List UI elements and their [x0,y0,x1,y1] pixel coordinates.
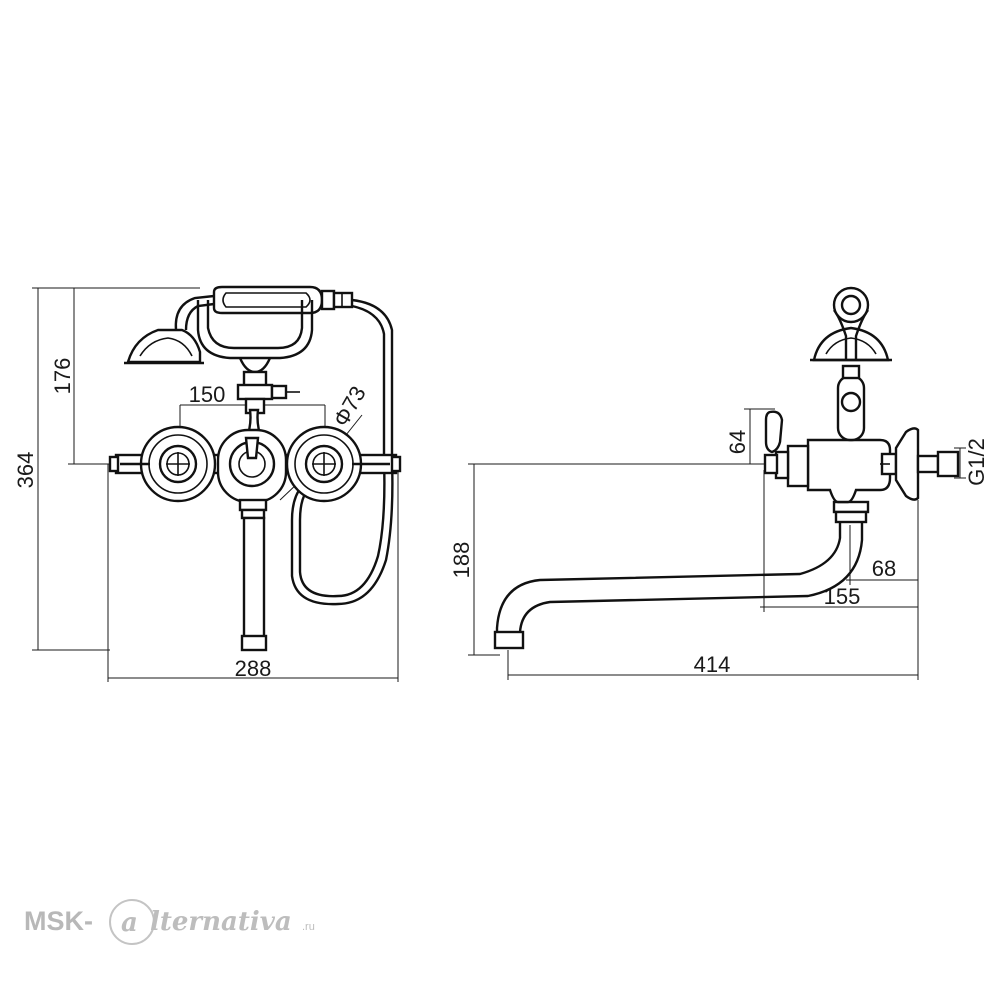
watermark-script: lternativa [150,907,292,937]
dim-front-centers: 150 [189,382,226,407]
side-body [763,438,898,504]
center-body [216,428,288,520]
dim-front-total-width: 288 [235,656,272,681]
shower-hose [290,298,394,606]
watermark-at-icon: a [109,899,155,945]
front-stem [236,370,300,415]
dim-front-total-height: 364 [13,452,38,489]
hand-shower-handle [212,285,354,315]
front-view: 364 176 150 Φ73 288 [13,285,402,682]
side-riser [810,286,892,442]
right-valve [285,425,390,503]
dim-front-rosette-diameter: Φ73 [328,382,371,431]
dim-side-lever-height: 64 [725,430,750,454]
svg-text:a: a [121,908,138,938]
side-view: 188 64 G1/2 68 155 414 [449,286,989,680]
side-spout [493,500,870,650]
left-valve [120,425,217,503]
dim-side-mid-offset: 155 [824,584,861,609]
dim-side-spout-height: 188 [449,542,474,579]
dim-side-spout-reach: 414 [694,652,731,677]
dim-front-upper-height: 176 [50,358,75,395]
watermark-brand: MSK- [24,906,93,936]
dim-side-short-offset: 68 [872,556,896,581]
shower-head [124,294,215,365]
side-dimension-lines [468,408,966,680]
dim-side-thread: G1/2 [964,438,989,486]
front-spout-pipe [240,516,268,652]
side-lever [764,410,784,454]
wall-flange [894,427,960,501]
watermark-logo: MSK- a lternativa .ru [24,899,315,945]
watermark-tld: .ru [302,921,315,933]
